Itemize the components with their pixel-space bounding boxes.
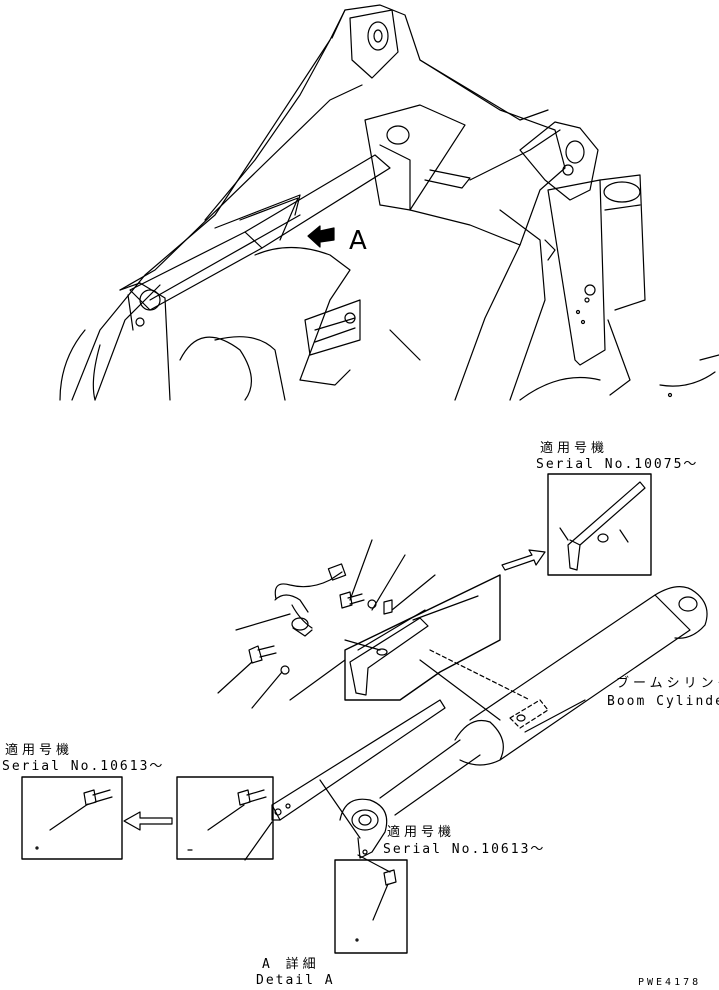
boom-cylinder-label-jp: ブームシリンダ: [616, 676, 719, 691]
detail-a-label-jp: A 詳細: [262, 957, 320, 972]
left-arrow-icon: [124, 812, 172, 830]
serial-10075-label-en: Serial No.10075～: [536, 457, 699, 472]
inset-serial-10075: [548, 474, 651, 575]
exploded-parts: [218, 540, 530, 720]
transition-arrow-icon: [502, 550, 545, 570]
boom-cylinder: [245, 587, 707, 860]
machine-frame-view: [60, 5, 719, 400]
boom-cylinder-label-en: Boom Cylinder: [607, 694, 719, 709]
inset-serial-10613-left: [22, 777, 122, 859]
serial-10075-label-jp: 適用号機: [540, 441, 609, 456]
view-marker-a: A: [349, 226, 367, 256]
inset-detail-a: [335, 855, 407, 953]
drawing-code: PWE4178: [638, 977, 702, 988]
detail-a-label-en: Detail A: [256, 973, 335, 988]
view-arrow-icon: [308, 226, 334, 247]
inset-current: [177, 777, 273, 859]
serial-10613-center-label-jp: 適用号機: [387, 825, 456, 840]
serial-10613-center-label-en: Serial No.10613～: [383, 842, 546, 857]
serial-10613-left-label-en: Serial No.10613～: [2, 759, 165, 774]
serial-10613-left-label-jp: 適用号機: [5, 743, 74, 758]
